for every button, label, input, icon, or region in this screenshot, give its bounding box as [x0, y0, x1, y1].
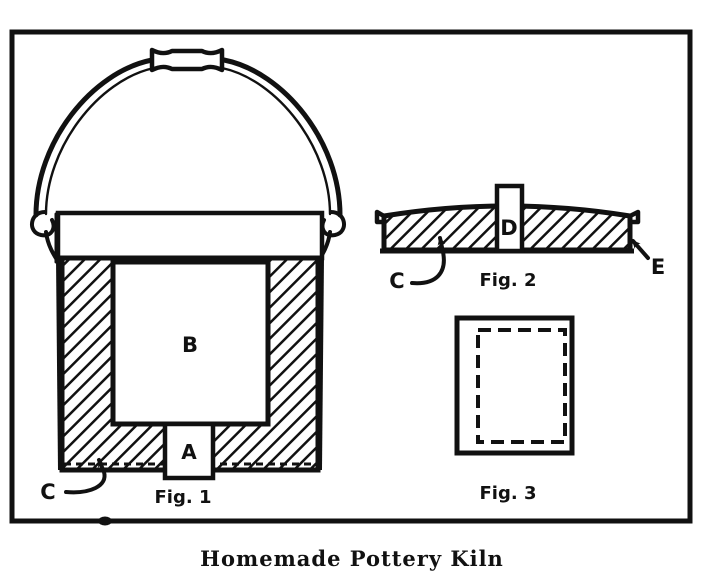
fig1-leader-c	[64, 458, 107, 495]
bail-handle-wire-left	[33, 57, 155, 218]
illustration-border	[9, 29, 693, 524]
fig2-label-d: D	[500, 216, 517, 240]
flue-slot-D	[494, 183, 525, 254]
cover-lip-left	[374, 209, 386, 225]
ink-blot	[98, 516, 112, 526]
page-caption: Homemade Pottery Kiln	[200, 546, 504, 571]
kiln-lining-hatched	[59, 255, 321, 473]
fig1-caption: Fig. 1	[155, 487, 212, 508]
pail-wall-left	[56, 257, 62, 471]
bail-handle-wire-right-inner	[220, 66, 332, 216]
fig2-leader-e	[631, 239, 650, 260]
firing-chamber-B	[110, 259, 271, 427]
pail-rim-band	[55, 210, 325, 261]
fig2-caption: Fig. 2	[480, 270, 537, 291]
fig3-caption: Fig. 3	[480, 483, 537, 504]
fig2-group: C D E Fig. 2	[374, 183, 665, 293]
cover-plan-outline	[454, 315, 575, 456]
fig3-group: Fig. 3	[454, 315, 575, 504]
cover-lip-right	[628, 209, 641, 225]
fig2-label-c: C	[389, 269, 404, 293]
fig1-label-c: C	[40, 480, 55, 504]
fig2-label-e: E	[651, 255, 665, 279]
draft-opening-A	[162, 421, 216, 481]
cover-plan-dashed-inset	[476, 328, 567, 444]
fig2-leader-c	[410, 236, 446, 286]
fig1-group: B A C Fig. 1	[30, 47, 346, 508]
bail-handle-wire-left-inner	[44, 66, 156, 216]
pail-wall-right	[318, 257, 324, 471]
handle-grip	[149, 47, 225, 73]
bail-handle-wire-right	[221, 57, 343, 218]
fig1-label-b: B	[182, 333, 198, 357]
fig1-label-a: A	[181, 440, 197, 464]
